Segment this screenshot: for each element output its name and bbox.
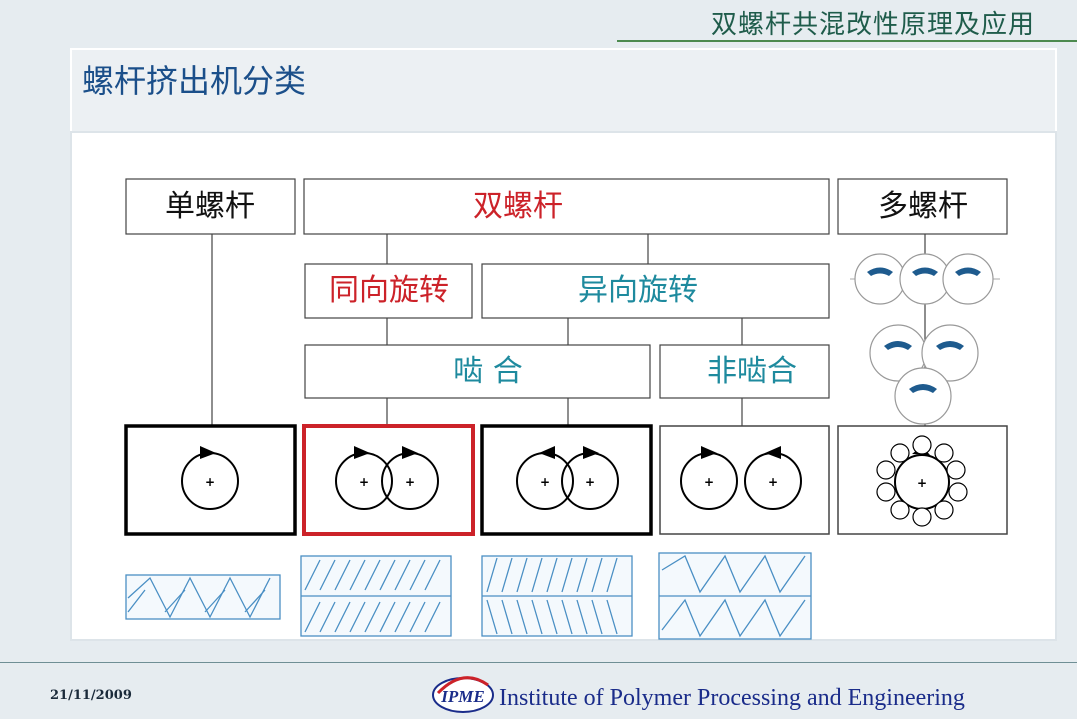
single-screw-section: + xyxy=(124,424,297,536)
co-rotating-intermeshing-section: + + xyxy=(302,424,475,536)
counter-rotating-label: 异向旋转 xyxy=(578,273,698,308)
footer-divider xyxy=(0,662,1077,663)
single-screw-box xyxy=(125,178,296,235)
intermeshing-label: 啮 合 xyxy=(453,354,523,389)
twin-screw-label: 双螺杆 xyxy=(473,189,563,224)
co-rotating-label: 同向旋转 xyxy=(329,273,449,308)
header-divider xyxy=(617,40,1077,42)
svg-text:+: + xyxy=(585,475,595,489)
counter-rotating-non-intermeshing-section: + + xyxy=(659,425,830,535)
multi-screw-label: 多螺杆 xyxy=(878,189,968,224)
intermeshing-box xyxy=(304,344,651,399)
svg-text:+: + xyxy=(405,475,415,489)
non-intermeshing-screw-element-drawing xyxy=(658,552,812,640)
twin-screw-box xyxy=(303,178,830,235)
svg-text:+: + xyxy=(540,475,550,489)
multi-screw-box xyxy=(837,178,1008,235)
non-intermeshing-label: 非啮合 xyxy=(707,354,797,389)
footer-date: 21/11/2009 xyxy=(50,688,132,703)
counter-rotating-screw-element-drawing xyxy=(481,555,633,637)
co-rotating-box xyxy=(304,263,473,319)
counter-rotating-box xyxy=(481,263,830,319)
non-intermeshing-box xyxy=(659,344,830,399)
svg-text:+: + xyxy=(917,476,927,490)
slide-title: 螺杆挤出机分类 xyxy=(82,62,307,100)
logo-text: IPME xyxy=(440,687,484,706)
title-panel: 螺杆挤出机分类 xyxy=(70,48,1057,133)
planetary-screw-section: + xyxy=(837,425,1008,535)
svg-text:+: + xyxy=(704,475,714,489)
svg-text:+: + xyxy=(768,475,778,489)
multi-screw-cluster-icon xyxy=(850,253,1000,425)
single-screw-element-drawing xyxy=(125,574,281,620)
co-rotating-screw-element-drawing xyxy=(300,555,452,637)
counter-rotating-intermeshing-section: + + xyxy=(480,424,653,536)
svg-text:+: + xyxy=(205,475,215,489)
footer-institute: Institute of Polymer Processing and Engi… xyxy=(499,685,965,711)
ipme-logo-icon: IPME xyxy=(432,676,494,713)
single-screw-label: 单螺杆 xyxy=(165,189,255,224)
header-title: 双螺杆共混改性原理及应用 xyxy=(710,10,1035,40)
svg-text:+: + xyxy=(359,475,369,489)
